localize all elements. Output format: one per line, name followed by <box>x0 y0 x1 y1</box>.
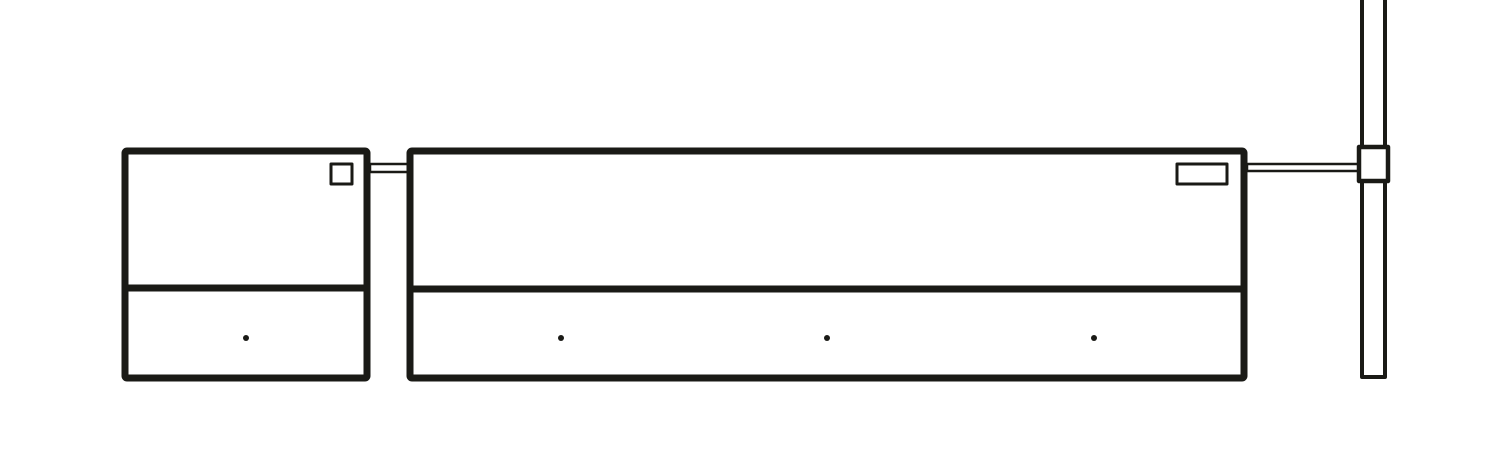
large-cabinet-indicator-icon <box>1175 162 1229 186</box>
small-cabinet-body <box>121 147 371 382</box>
large-cabinet-handle-icon <box>824 335 830 341</box>
connector-cabinets <box>368 162 412 174</box>
pipe-body <box>1360 0 1387 379</box>
vertical-pipe <box>1356 0 1391 379</box>
pipe-coupling-icon <box>1356 144 1391 184</box>
small-cabinet-indicator-icon <box>329 162 354 186</box>
large-cabinet-handle-icon <box>1091 335 1097 341</box>
large-cabinet-handle-icon <box>558 335 564 341</box>
small-cabinet-handle-icon <box>243 335 249 341</box>
large-cabinet <box>406 147 1248 382</box>
small-cabinet <box>121 147 371 382</box>
large-cabinet-body <box>406 147 1248 382</box>
connector-pipe <box>1245 162 1361 173</box>
